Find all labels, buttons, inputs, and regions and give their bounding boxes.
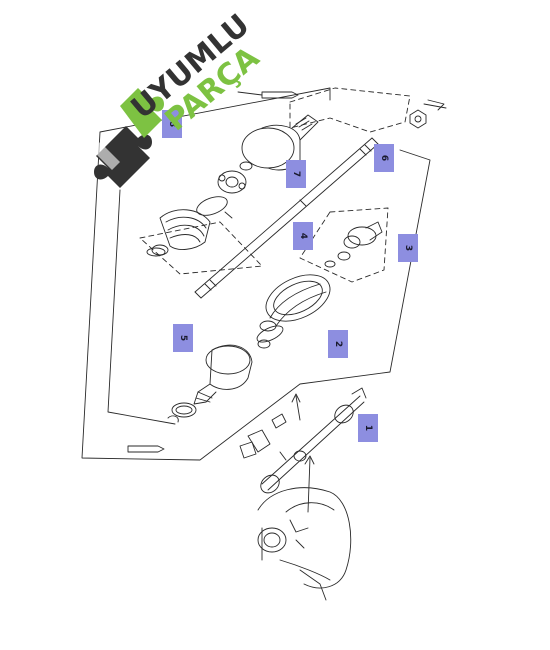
callout-3-label: 3	[403, 245, 413, 251]
cotter-pin-bottom	[127, 445, 165, 453]
callout-6[interactable]	[374, 144, 394, 172]
uyumlu-parca-logo: UYUMLU PARÇA	[92, 8, 267, 188]
callout-7-group: 7	[286, 160, 306, 188]
snap-ring-inner	[337, 251, 351, 261]
outer-cv-joint	[241, 114, 319, 171]
transmission-housing	[257, 487, 352, 601]
callout-2-label: 2	[333, 341, 343, 347]
callout-2-group: 2	[328, 330, 348, 358]
tripod-joint	[343, 221, 383, 249]
callout-7-label: 7	[291, 171, 301, 177]
callout-5-group: 5	[173, 324, 193, 352]
callout-5-label: 5	[178, 335, 188, 341]
frame-dashed-left	[139, 221, 263, 275]
boot-clamp-outer	[196, 196, 228, 216]
callout-3-group: 3	[398, 234, 418, 262]
mounting-bracket	[239, 413, 287, 461]
callout-8-group: 8	[162, 110, 182, 138]
snap-ring-small	[324, 260, 336, 268]
callout-3[interactable]	[398, 234, 418, 262]
small-clamp	[146, 247, 166, 257]
puzzle-piece-icon	[92, 88, 164, 188]
cotter-pin-top	[237, 91, 299, 99]
ball-cage	[217, 161, 253, 194]
oil-seal-ring	[171, 402, 197, 418]
frame-dashed-top	[289, 87, 411, 133]
assembled-axle	[260, 387, 367, 494]
inner-clamp	[256, 325, 284, 343]
callout-7[interactable]	[286, 160, 306, 188]
clamp-tab	[224, 211, 233, 219]
retainer-ring	[257, 339, 271, 349]
callout-1-group: 1	[358, 414, 378, 442]
frame-dashed-right	[299, 207, 389, 283]
oil-seal-ring-inner	[175, 405, 193, 415]
callout-6-group: 6	[374, 144, 394, 172]
inner-boot	[259, 274, 331, 332]
frame-left-inner	[107, 189, 176, 425]
callout-4-group: 4	[293, 222, 313, 250]
callout-4[interactable]	[293, 222, 313, 250]
callout-2[interactable]	[328, 330, 348, 358]
callout-6-label: 6	[379, 155, 389, 161]
callout-8-label: 8	[167, 121, 177, 127]
drive-shaft	[194, 137, 379, 299]
circlip	[167, 415, 179, 423]
callout-8[interactable]	[162, 110, 182, 138]
callout-4-label: 4	[298, 233, 308, 239]
callout-5[interactable]	[173, 324, 193, 352]
callout-1[interactable]	[358, 414, 378, 442]
outer-boot	[151, 209, 211, 256]
hub-nut	[409, 99, 447, 129]
callout-1-label: 1	[363, 425, 373, 431]
inner-cv-housing	[193, 344, 253, 405]
